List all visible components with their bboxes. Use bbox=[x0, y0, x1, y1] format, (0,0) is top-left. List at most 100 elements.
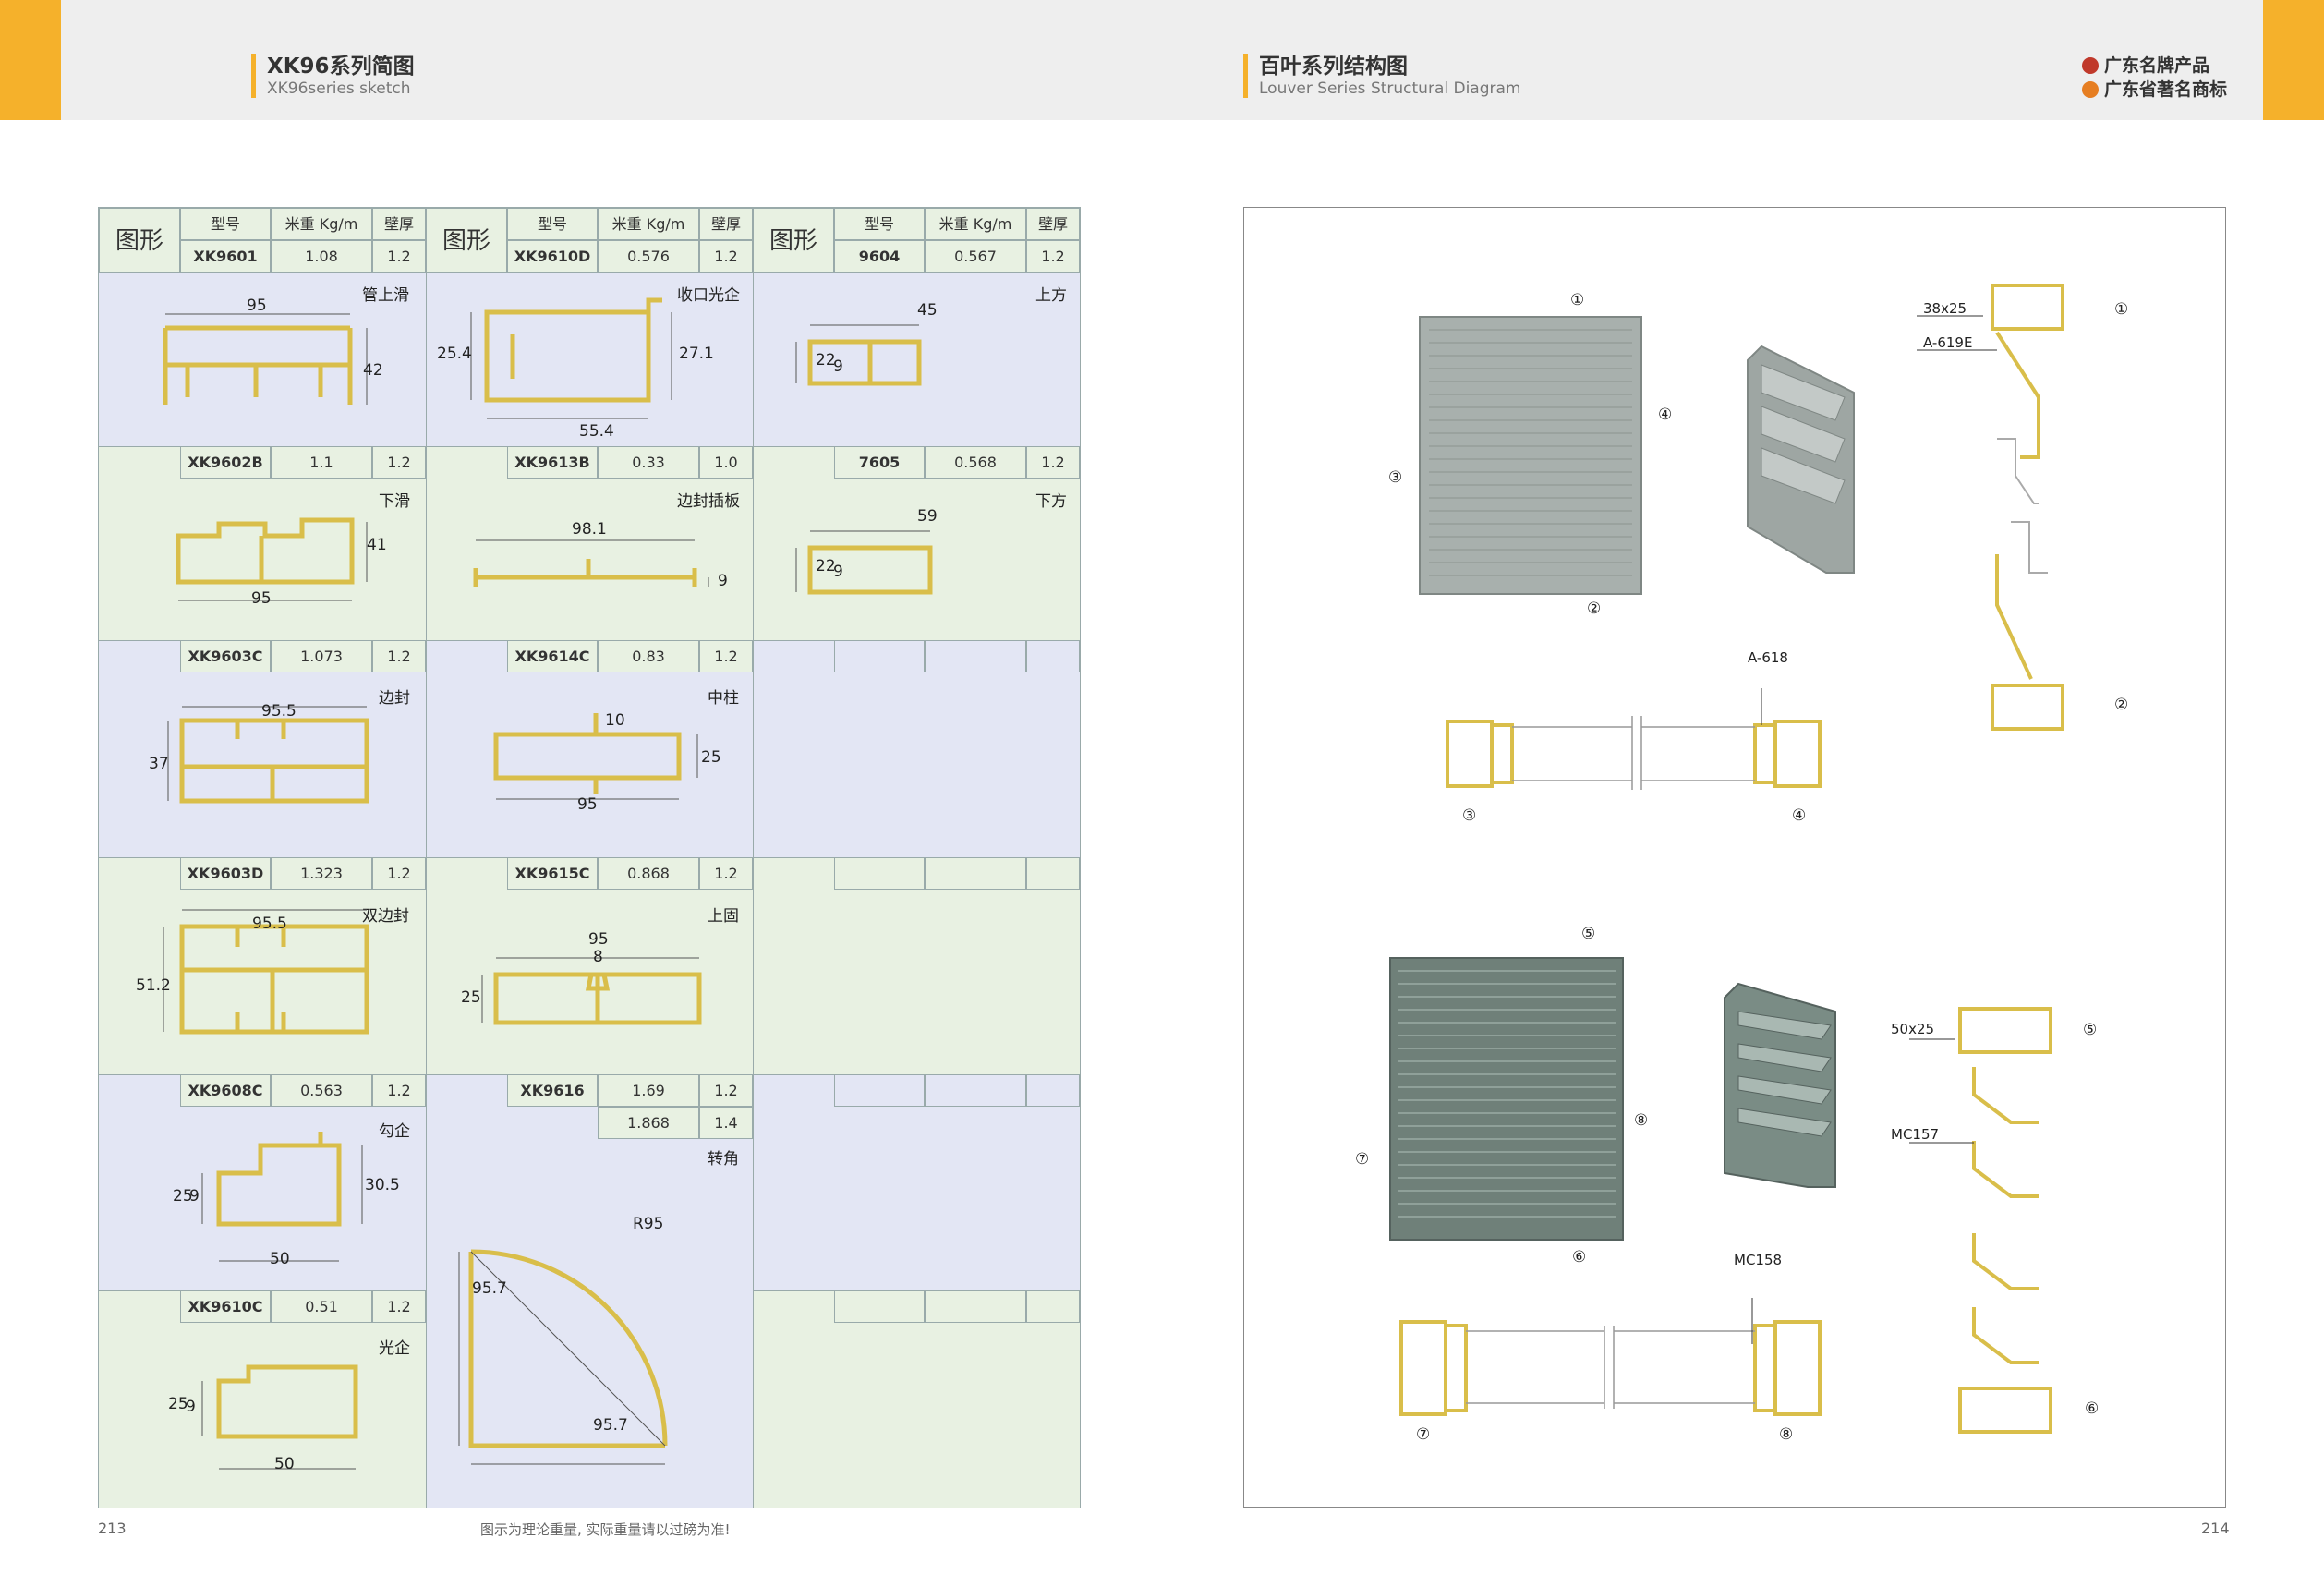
louver-diagram-frame: 38x25 A-619E A-618 50x25 MC157 MC158 ① ②… bbox=[1243, 207, 2226, 1508]
profile-xk9614c bbox=[493, 713, 682, 794]
empty-cell bbox=[925, 1074, 1026, 1107]
thickness-cell: 1.2 bbox=[372, 240, 426, 273]
right-title-en: Louver Series Structural Diagram bbox=[1259, 79, 1521, 98]
profile-name: 光企 bbox=[379, 1339, 410, 1358]
empty-cell bbox=[1026, 1290, 1080, 1323]
col3-model-header: 型号 bbox=[834, 208, 925, 240]
marker-8b: ⑧ bbox=[1779, 1425, 1794, 1444]
left-title-en: XK96series sketch bbox=[267, 79, 411, 98]
col3-thickness-header: 壁厚 bbox=[1026, 208, 1080, 240]
weight-cell: 1.69 bbox=[598, 1074, 699, 1107]
dim-label: 42 bbox=[363, 361, 383, 380]
model-cell: XK9603D bbox=[180, 857, 271, 890]
col1-thickness-header: 壁厚 bbox=[372, 208, 426, 240]
col2-model-header: 型号 bbox=[507, 208, 598, 240]
profile-name: 下方 bbox=[1035, 492, 1067, 511]
model-cell: XK9616 bbox=[507, 1074, 598, 1107]
marker-2b: ② bbox=[2114, 696, 2129, 714]
marker-7b: ⑦ bbox=[1416, 1425, 1431, 1444]
dim-label: 95.7 bbox=[593, 1416, 628, 1435]
label-mc157: MC157 bbox=[1891, 1126, 1940, 1143]
dim-label: 9 bbox=[833, 357, 843, 376]
weight-cell: 0.563 bbox=[271, 1074, 372, 1107]
label-50x25: 50x25 bbox=[1891, 1021, 1935, 1037]
louver-diagram bbox=[1389, 284, 2064, 1434]
dim-label: 95 bbox=[588, 930, 609, 949]
marker-1b: ① bbox=[2114, 300, 2129, 319]
marker-6: ⑥ bbox=[1572, 1248, 1587, 1266]
profile-xk9610d bbox=[484, 297, 662, 403]
weight-cell: 0.868 bbox=[598, 857, 699, 890]
weight-cell: 0.33 bbox=[598, 446, 699, 479]
louver-panel-1 bbox=[1419, 316, 1642, 595]
weight-cell: 0.568 bbox=[925, 446, 1026, 479]
profile-table: 图形 型号 米重 Kg/m 壁厚 XK9601 1.08 1.2 图形 型号 米… bbox=[98, 207, 1081, 1508]
thickness-cell: 1.2 bbox=[699, 1074, 753, 1107]
thickness-cell: 1.2 bbox=[372, 1290, 426, 1323]
dim-label: 95.5 bbox=[252, 915, 287, 933]
profile-xk9601 bbox=[163, 325, 353, 405]
right-title: 百叶系列结构图 Louver Series Structural Diagram bbox=[1243, 54, 1520, 98]
model-cell: 9604 bbox=[834, 240, 925, 273]
profile-xk9610c bbox=[216, 1364, 358, 1439]
col3-shape-header: 图形 bbox=[753, 208, 834, 273]
dim-label: 50 bbox=[270, 1250, 290, 1268]
marker-1: ① bbox=[1570, 291, 1585, 309]
dim-label: 27.1 bbox=[679, 345, 714, 363]
model-cell: XK9613B bbox=[507, 446, 598, 479]
page-number-right: 214 bbox=[2201, 1520, 2230, 1537]
col3-weight-header: 米重 Kg/m bbox=[925, 208, 1026, 240]
label-38x25: 38x25 bbox=[1923, 300, 1967, 317]
thickness-cell: 1.0 bbox=[699, 446, 753, 479]
empty-cell bbox=[834, 1290, 925, 1323]
dim-label: 9 bbox=[189, 1187, 200, 1205]
marker-7: ⑦ bbox=[1355, 1150, 1370, 1169]
model-cell: XK9610C bbox=[180, 1290, 271, 1323]
profile-name: 转角 bbox=[708, 1150, 739, 1169]
profile-name: 边封 bbox=[379, 689, 410, 708]
dim-label: 98.1 bbox=[572, 520, 607, 539]
left-accent-tab bbox=[0, 0, 61, 120]
dim-label: 8 bbox=[593, 948, 603, 966]
dim-label: 22 bbox=[816, 351, 836, 369]
profile-name: 边封插板 bbox=[677, 492, 740, 511]
dim-label: 41 bbox=[367, 536, 387, 554]
profile-xk9602b bbox=[176, 517, 355, 585]
section-3-4 bbox=[1446, 720, 1822, 788]
label-a619e: A-619E bbox=[1923, 334, 1973, 351]
thickness-cell: 1.2 bbox=[699, 240, 753, 273]
thickness-cell: 1.2 bbox=[372, 640, 426, 672]
profile-name: 双边封 bbox=[362, 907, 409, 926]
empty-cell bbox=[1026, 640, 1080, 672]
thickness-cell: 1.2 bbox=[699, 857, 753, 890]
weight-cell: 0.576 bbox=[598, 240, 699, 273]
dim-label: 95 bbox=[251, 589, 272, 608]
brand-badges: 广东名牌产品 广东省著名商标 bbox=[2081, 54, 2227, 102]
page-header: XK96系列简图 XK96series sketch 百叶系列结构图 Louve… bbox=[0, 0, 2324, 120]
thickness-cell: 1.2 bbox=[372, 857, 426, 890]
brand-line2: 广东省著名商标 bbox=[2103, 79, 2227, 100]
marker-4: ④ bbox=[1658, 406, 1673, 424]
right-title-cn: 百叶系列结构图 bbox=[1259, 55, 1408, 79]
dim-label: 95 bbox=[577, 795, 598, 814]
dim-label: 25 bbox=[701, 748, 721, 767]
profile-drawings bbox=[163, 297, 933, 1470]
profile-name: 下滑 bbox=[379, 492, 410, 511]
col1-shape-header: 图形 bbox=[99, 208, 180, 273]
left-title: XK96系列简图 XK96series sketch bbox=[251, 54, 415, 98]
col1-weight-header: 米重 Kg/m bbox=[271, 208, 372, 240]
dim-label: 95 bbox=[247, 297, 267, 315]
col1-model-header: 型号 bbox=[180, 208, 271, 240]
thickness-cell: 1.2 bbox=[1026, 240, 1080, 273]
profile-name: 收口光企 bbox=[677, 286, 740, 305]
marker-3: ③ bbox=[1388, 468, 1403, 487]
weight-cell: 1.073 bbox=[271, 640, 372, 672]
profile-xk9615c bbox=[493, 972, 702, 1025]
weight-cell-alt: 1.868 bbox=[598, 1107, 699, 1139]
weight-cell: 1.323 bbox=[271, 857, 372, 890]
model-cell: XK9602B bbox=[180, 446, 271, 479]
marker-3b: ③ bbox=[1462, 806, 1477, 825]
model-cell: 7605 bbox=[834, 446, 925, 479]
model-cell: XK9614C bbox=[507, 640, 598, 672]
col2-shape-header: 图形 bbox=[426, 208, 507, 273]
